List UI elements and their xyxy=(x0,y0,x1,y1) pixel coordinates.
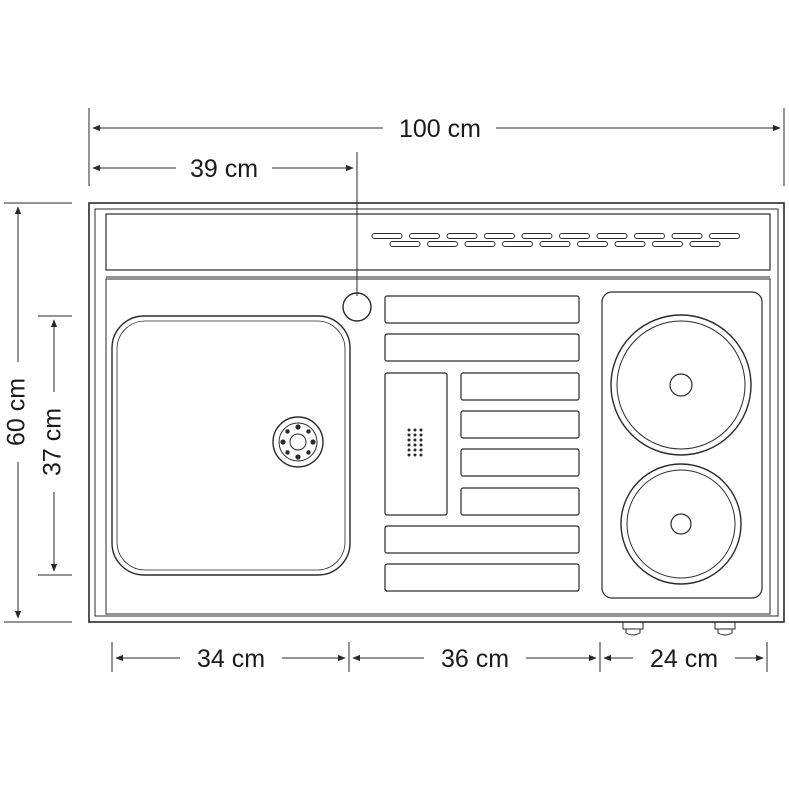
overflow-hole xyxy=(419,438,423,442)
overflow-hole xyxy=(407,428,411,432)
hob-panel xyxy=(601,291,763,599)
dimension-bottom-row xyxy=(111,642,768,672)
vent-slot xyxy=(652,241,683,247)
overflow-hole xyxy=(413,443,417,447)
vent-slot xyxy=(521,233,553,239)
hotplate-large xyxy=(610,314,752,456)
vent-slot xyxy=(577,241,608,247)
vent-slot xyxy=(464,241,496,247)
overflow-hole xyxy=(419,428,423,432)
vent-slot xyxy=(709,233,740,239)
overflow-hole xyxy=(407,433,411,437)
dimension-label-total-width: 100 cm xyxy=(399,115,481,143)
dimension-label-tap-offset: 39 cm xyxy=(190,155,258,183)
drainer-board xyxy=(384,295,580,592)
vent-slot xyxy=(484,233,515,239)
dimension-label-drainer-width: 36 cm xyxy=(441,645,509,673)
worktop-panel xyxy=(105,278,771,615)
overflow-hole xyxy=(413,433,417,437)
overflow-holes-icon xyxy=(407,428,423,457)
dimension-sink-width: 34 cm xyxy=(115,645,346,673)
vent-slot xyxy=(596,233,628,239)
backsplash-strip xyxy=(105,213,771,271)
dimension-label-worktop-depth: 37 cm xyxy=(39,408,67,476)
dimension-total-depth: 60 cm xyxy=(3,202,72,623)
dimension-label-hob-width: 24 cm xyxy=(650,645,718,673)
vent-slot xyxy=(371,233,403,239)
overflow-hole xyxy=(407,443,411,447)
overflow-hole xyxy=(419,453,423,457)
vent-slot xyxy=(446,233,478,239)
vent-slot xyxy=(634,233,665,239)
overflow-hole xyxy=(407,448,411,452)
dimension-drainer-width: 36 cm xyxy=(352,645,597,673)
control-knob-right xyxy=(714,621,736,636)
overflow-hole xyxy=(413,448,417,452)
vent-slot xyxy=(614,241,646,247)
overflow-hole xyxy=(419,448,423,452)
drain-icon xyxy=(272,416,324,468)
dimension-tap-offset: 39 cm xyxy=(92,152,358,296)
overflow-hole xyxy=(413,428,417,432)
overflow-hole xyxy=(407,438,411,442)
tap-hole-icon xyxy=(342,292,372,322)
vent-slot xyxy=(427,241,458,247)
dimension-label-sink-width: 34 cm xyxy=(197,645,265,673)
vent-slot xyxy=(502,241,533,247)
hob xyxy=(601,291,763,599)
overflow-hole xyxy=(419,433,423,437)
dimension-hob-width: 24 cm xyxy=(603,645,764,673)
vent-slot xyxy=(689,241,721,247)
overflow-hole xyxy=(413,453,417,457)
vent-slot xyxy=(559,233,590,239)
vent-slot xyxy=(671,233,703,239)
vent-slot xyxy=(389,241,421,247)
drainer-well xyxy=(384,372,448,516)
overflow-hole xyxy=(413,438,417,442)
overflow-hole xyxy=(407,453,411,457)
vent-slot xyxy=(409,233,440,239)
control-knob-left xyxy=(622,621,644,636)
kitchenette-unit xyxy=(88,202,785,636)
hotplate-small xyxy=(620,463,742,585)
dimension-total-width: 100 cm xyxy=(88,108,785,186)
ventilation-slots xyxy=(371,233,740,247)
sink-basin-inner xyxy=(116,320,346,571)
vent-slot xyxy=(539,241,571,247)
unit-outer-frame xyxy=(88,202,785,623)
sink-basin xyxy=(111,315,351,576)
dimension-worktop-depth: 37 cm xyxy=(38,315,72,576)
overflow-hole xyxy=(419,443,423,447)
unit-inner-frame xyxy=(94,208,779,617)
dimension-label-total-depth: 60 cm xyxy=(3,378,31,446)
